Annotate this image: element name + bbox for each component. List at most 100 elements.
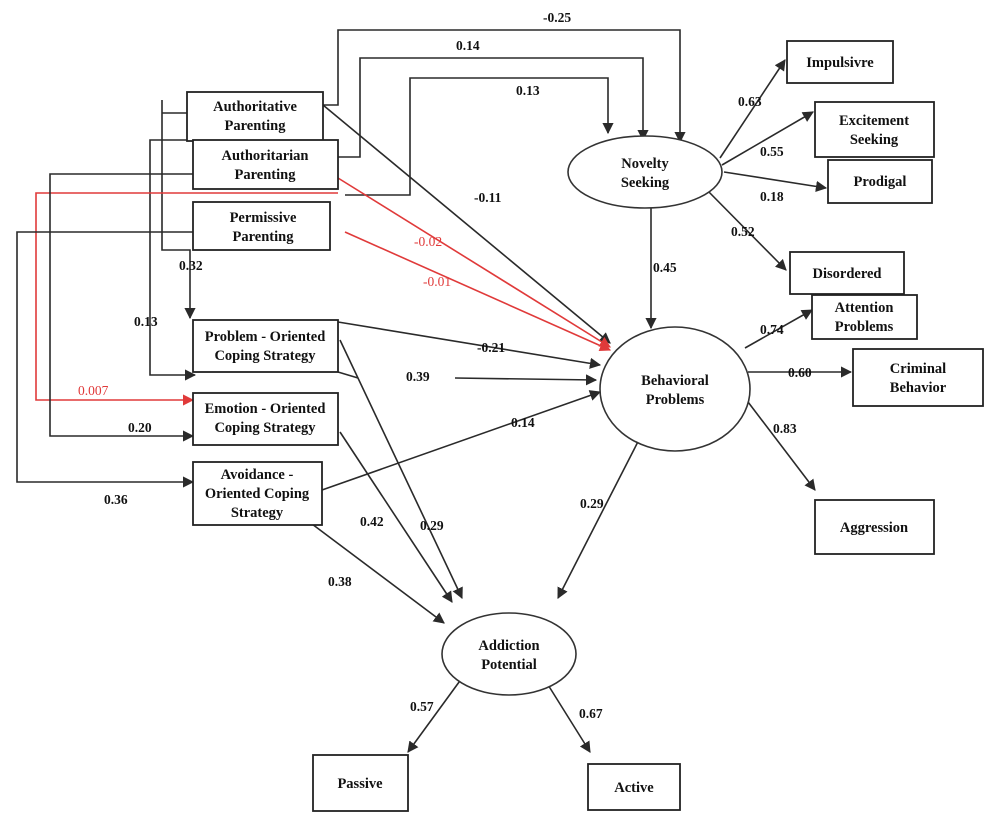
coef-label: 0.52 xyxy=(731,224,755,239)
node-label: Parenting xyxy=(235,167,297,183)
coef-label: 0.60 xyxy=(788,365,812,380)
node-label: Active xyxy=(614,780,654,796)
edge-authoritarian-novelty xyxy=(338,57,649,158)
node-label: Avoidance - xyxy=(221,467,294,483)
node-label: Problems xyxy=(835,319,894,335)
coef-label: 0.67 xyxy=(579,706,603,721)
coef-label: 0.38 xyxy=(328,574,352,589)
node-aggression: Aggression xyxy=(814,499,935,555)
coef-label: 0.29 xyxy=(580,496,604,511)
coef-label: 0.007 xyxy=(78,383,109,398)
node-label: Attention xyxy=(835,300,894,316)
coef-label: 0.57 xyxy=(410,699,434,714)
edge-addiction-passive xyxy=(407,677,463,753)
edge-emotion-behavioral xyxy=(454,374,598,386)
coef-label: -0.21 xyxy=(477,340,505,355)
coef-label: 0.13 xyxy=(516,83,540,98)
edge-novelty-excitement xyxy=(721,111,814,166)
node-label: Problems xyxy=(646,392,705,408)
node-label: Disordered xyxy=(812,266,881,282)
node-attention-problems: Attention Problems xyxy=(811,294,918,340)
edge-authoritarian-emotion xyxy=(35,192,338,406)
node-excitement-seeking: Excitement Seeking xyxy=(814,101,935,158)
coef-label: 0.18 xyxy=(760,189,784,204)
node-label: Prodigal xyxy=(854,174,907,190)
node-novelty-seeking: Novelty Seeking xyxy=(567,135,723,209)
edge-permissive-novelty xyxy=(345,77,614,196)
edge-permissive-behavioral xyxy=(344,231,612,352)
coef-label: 0.36 xyxy=(104,492,128,507)
node-permissive-parenting: Permissive Parenting xyxy=(192,201,331,251)
edge-permissive-emotion xyxy=(49,173,195,442)
edge-authoritarian-behavioral xyxy=(337,177,611,348)
node-problem-oriented-coping: Problem - Oriented Coping Strategy xyxy=(192,319,339,373)
node-label: Addiction xyxy=(478,638,539,654)
node-label: Aggression xyxy=(840,520,908,536)
coef-label: 0.32 xyxy=(179,258,203,273)
node-label: Parenting xyxy=(233,229,295,245)
node-label: Oriented Coping xyxy=(205,486,310,502)
edge-behavioral-addiction xyxy=(557,427,646,599)
edge-authoritative-behavioral xyxy=(322,104,611,344)
node-criminal-behavior: Criminal Behavior xyxy=(852,348,984,407)
coef-label: 0.74 xyxy=(760,322,784,337)
node-disordered: Disordered xyxy=(789,251,905,295)
node-behavioral-problems: Behavioral Problems xyxy=(599,326,751,452)
coef-label: -0.02 xyxy=(414,234,442,249)
node-label: Seeking xyxy=(621,175,670,191)
coef-label: 0.14 xyxy=(456,38,480,53)
edge-authoritative-novelty xyxy=(323,29,686,144)
coef-label: -0.25 xyxy=(543,10,571,25)
edge-behavioral-aggression xyxy=(744,397,816,491)
edge-behavioral-attention xyxy=(744,309,813,349)
edge-avoidance-addiction xyxy=(311,523,445,624)
node-label: Potential xyxy=(481,657,537,673)
node-prodigal: Prodigal xyxy=(827,159,933,204)
coef-label: 0.42 xyxy=(360,514,384,529)
edge-authoritative-problem xyxy=(161,100,196,320)
edge-avoidance-behavioral xyxy=(321,390,602,491)
node-label: Seeking xyxy=(850,132,899,148)
node-authoritative-parenting: Authoritative Parenting xyxy=(186,91,324,142)
node-label: Permissive xyxy=(230,210,297,226)
node-label: Authoritative xyxy=(213,99,297,115)
node-label: Excitement xyxy=(839,113,909,129)
node-addiction-potential: Addiction Potential xyxy=(441,612,577,696)
coef-label: -0.01 xyxy=(423,274,451,289)
coef-label: 0.14 xyxy=(511,415,535,430)
coef-label: 0.39 xyxy=(406,369,430,384)
edge-permissive-avoidance xyxy=(16,231,195,488)
node-label: Novelty xyxy=(621,156,669,172)
node-label: Impulsivre xyxy=(806,55,874,71)
edge-novelty-prodigal xyxy=(723,171,828,192)
node-label: Authoritarian xyxy=(222,148,309,164)
node-label: Criminal xyxy=(890,361,946,377)
coef-label: -0.11 xyxy=(474,190,502,205)
node-label: Problem - Oriented xyxy=(205,329,326,345)
edge-novelty-disordered xyxy=(704,187,787,271)
coef-label: 0.29 xyxy=(420,518,444,533)
node-active: Active xyxy=(587,763,681,811)
node-label: Strategy xyxy=(231,505,284,521)
edge-authoritarian-problem xyxy=(149,139,197,381)
edge-addiction-active xyxy=(544,679,591,753)
coef-label: 0.20 xyxy=(128,420,152,435)
node-avoidance-oriented-coping: Avoidance - Oriented Coping Strategy xyxy=(192,461,323,526)
coef-label: 0.83 xyxy=(773,421,797,436)
edge-novelty-impulsive xyxy=(719,59,786,159)
node-label: Coping Strategy xyxy=(214,420,316,436)
coef-label: 0.13 xyxy=(134,314,158,329)
edge-problem-short-stub xyxy=(337,371,359,379)
node-label: Behavior xyxy=(890,380,947,396)
node-emotion-oriented-coping: Emotion - Oriented Coping Strategy xyxy=(192,392,339,446)
node-label: Parenting xyxy=(225,118,287,134)
coef-label: 0.63 xyxy=(738,94,762,109)
node-impulsive: Impulsivre xyxy=(786,40,894,84)
node-authoritarian-parenting: Authoritarian Parenting xyxy=(192,139,339,190)
node-label: Behavioral xyxy=(641,373,709,389)
edge-problem-behavioral xyxy=(337,321,602,369)
node-label: Passive xyxy=(337,776,383,792)
node-label: Emotion - Oriented xyxy=(205,401,326,417)
